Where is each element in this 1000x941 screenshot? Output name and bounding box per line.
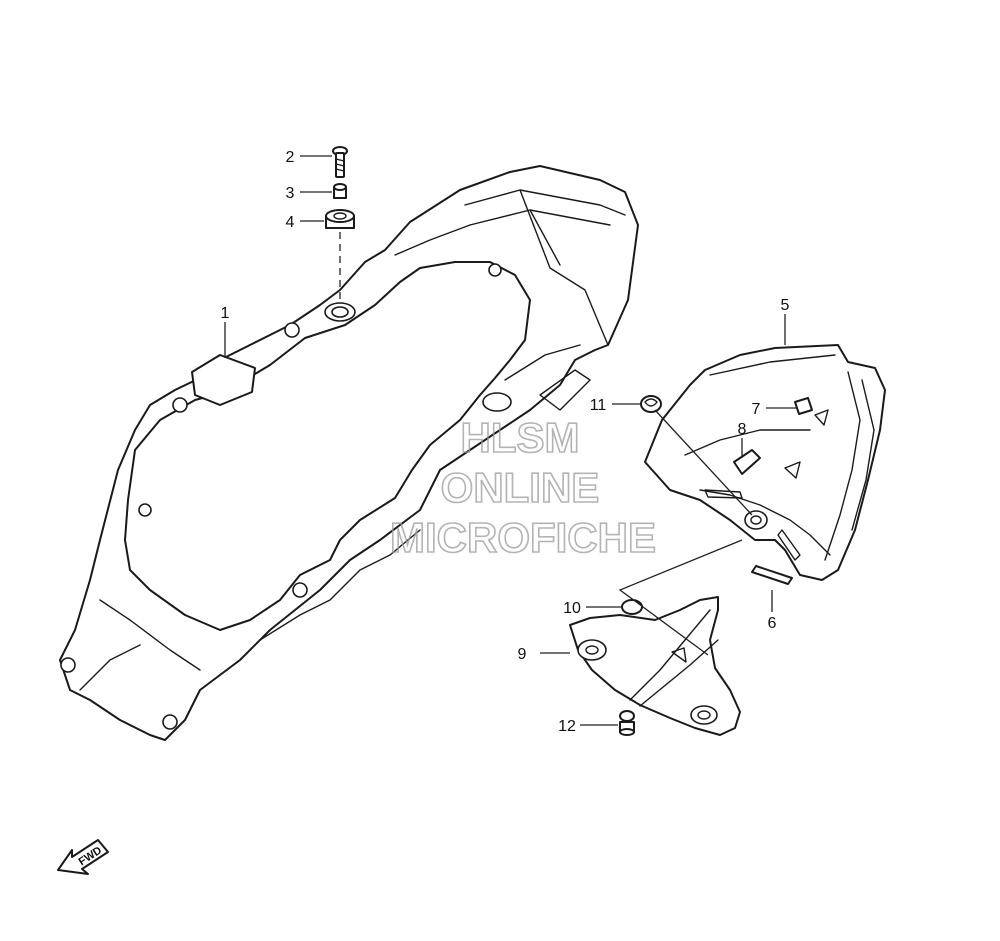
callout-12: 12 xyxy=(558,718,576,735)
callout-3: 3 xyxy=(286,185,295,202)
watermark: HLSM ONLINE MICROFICHE xyxy=(389,413,657,562)
forward-direction-arrow: FWD xyxy=(57,839,109,875)
part-1-tail-frame-cover xyxy=(59,165,639,741)
part-12-screw xyxy=(619,710,635,736)
assembly-line-5-9 xyxy=(618,539,743,656)
watermark-line-3: MICROFICHE xyxy=(390,514,656,561)
callout-9: 9 xyxy=(518,646,527,663)
callout-1: 1 xyxy=(221,305,230,322)
part-7-clip xyxy=(794,397,813,415)
fwd-arrow-icon xyxy=(57,839,109,875)
callout-6: 6 xyxy=(768,615,777,632)
assembly-line-11 xyxy=(654,409,753,516)
part-4-grommet xyxy=(325,209,355,229)
callout-10: 10 xyxy=(563,600,581,617)
part-9-lower-cover xyxy=(569,596,741,736)
part-6-strip xyxy=(751,565,793,585)
callout-7: 7 xyxy=(752,401,761,418)
watermark-line-2: ONLINE xyxy=(441,464,600,511)
part-10-washer xyxy=(621,599,643,615)
part-2-bolt xyxy=(332,146,348,178)
part-8-pad xyxy=(733,449,761,475)
callout-2: 2 xyxy=(286,149,295,166)
callout-labels: 1 2 3 4 5 6 7 8 9 10 11 12 xyxy=(221,149,790,735)
part-11-nut xyxy=(640,395,662,413)
callout-8: 8 xyxy=(738,421,747,438)
watermark-line-1: HLSM xyxy=(461,414,580,461)
callout-4: 4 xyxy=(286,214,295,231)
callout-5: 5 xyxy=(781,297,790,314)
callout-11: 11 xyxy=(590,397,607,414)
part-3-collar xyxy=(333,183,347,199)
leader-lines xyxy=(224,155,796,726)
part-5-side-cover xyxy=(644,344,886,581)
